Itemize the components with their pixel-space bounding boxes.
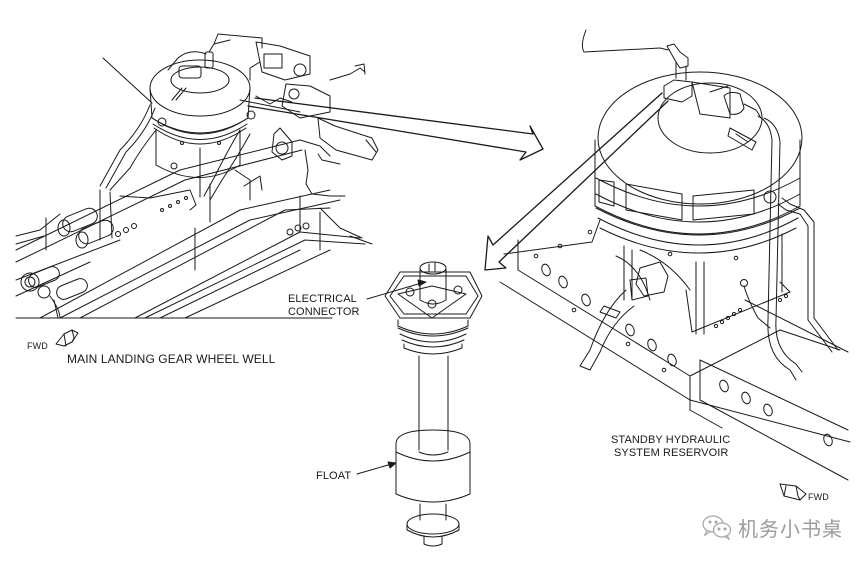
actuators	[16, 206, 116, 318]
support-beam	[500, 220, 850, 480]
reservoir-detail-view	[500, 30, 850, 500]
wechat-icon	[702, 514, 732, 540]
fwd-label-left: FWD	[27, 341, 48, 351]
callout-arrow-to-reservoir	[248, 98, 543, 160]
reservoir-label-line1: STANDBY HYDRAULIC	[611, 434, 731, 446]
watermark-text: 机务小书桌	[738, 516, 843, 541]
view-title-wheel-well: MAIN LANDING GEAR WHEEL WELL	[67, 352, 276, 366]
fwd-arrow-right-icon	[780, 484, 806, 500]
reservoir-label-line2: SYSTEM RESERVOIR	[614, 447, 729, 459]
electrical-connector-label-line2: CONNECTOR	[288, 306, 360, 318]
leader-line	[103, 58, 152, 103]
valve-cluster	[214, 34, 378, 244]
callout-arrow-to-sensor	[485, 93, 668, 270]
reservoir-small	[150, 40, 255, 197]
level-sensor-detail	[357, 262, 482, 546]
float-label: FLOAT	[316, 470, 352, 482]
hydraulic-lines	[100, 52, 250, 210]
connector-leader	[367, 282, 425, 299]
sensor-wire	[582, 30, 668, 52]
electrical-connector-label-line1: ELECTRICAL	[288, 293, 357, 305]
fwd-arrow-left-icon	[56, 330, 78, 346]
wheel-well-view	[16, 34, 378, 346]
wheel-well-structure	[16, 140, 365, 318]
fwd-label-right: FWD	[808, 492, 829, 502]
watermark: 机务小书桌	[702, 511, 843, 543]
